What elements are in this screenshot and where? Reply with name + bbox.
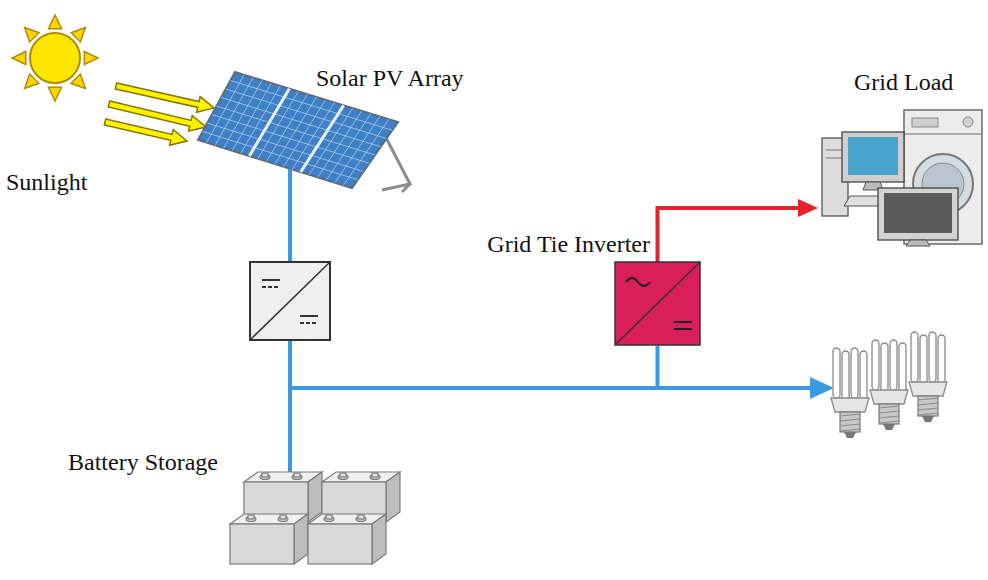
- sunlight-label: Sunlight: [6, 168, 87, 196]
- sun-ray: [48, 87, 61, 101]
- sun-ray: [48, 15, 61, 29]
- pv-array: Solar PV Array: [196, 60, 500, 192]
- sunlight-arrow: [104, 119, 187, 145]
- battery-cell: [308, 514, 386, 564]
- cfl-bulb: [870, 340, 908, 430]
- node-label: Grid Load: [854, 68, 953, 96]
- dc-lamps: [831, 332, 947, 438]
- dc-dc-converter: [250, 262, 330, 340]
- television: [878, 188, 958, 246]
- ac-wire: [658, 208, 807, 230]
- node-label: Solar PV Array: [316, 64, 464, 92]
- cfl-bulb: [909, 332, 947, 422]
- battery-storage: Battery Storage: [64, 446, 404, 576]
- bus-arrowhead: [810, 377, 834, 399]
- sun-ray: [84, 51, 98, 64]
- grid-tie-inverter: Grid Tie Inverter: [440, 230, 702, 346]
- grid-load: Grid Load: [818, 66, 984, 248]
- sunlight-arrows: [104, 83, 214, 145]
- dc-bus: [290, 386, 812, 390]
- inverter-box: [615, 262, 700, 345]
- cfl-bulb: [831, 348, 869, 438]
- sun-ray: [12, 51, 26, 64]
- dc-bus-wire: [290, 192, 658, 388]
- battery-cell: [230, 514, 308, 564]
- node-label: Grid Tie Inverter: [487, 230, 650, 258]
- sun-icon: [12, 15, 98, 101]
- node-label: Battery Storage: [68, 448, 218, 476]
